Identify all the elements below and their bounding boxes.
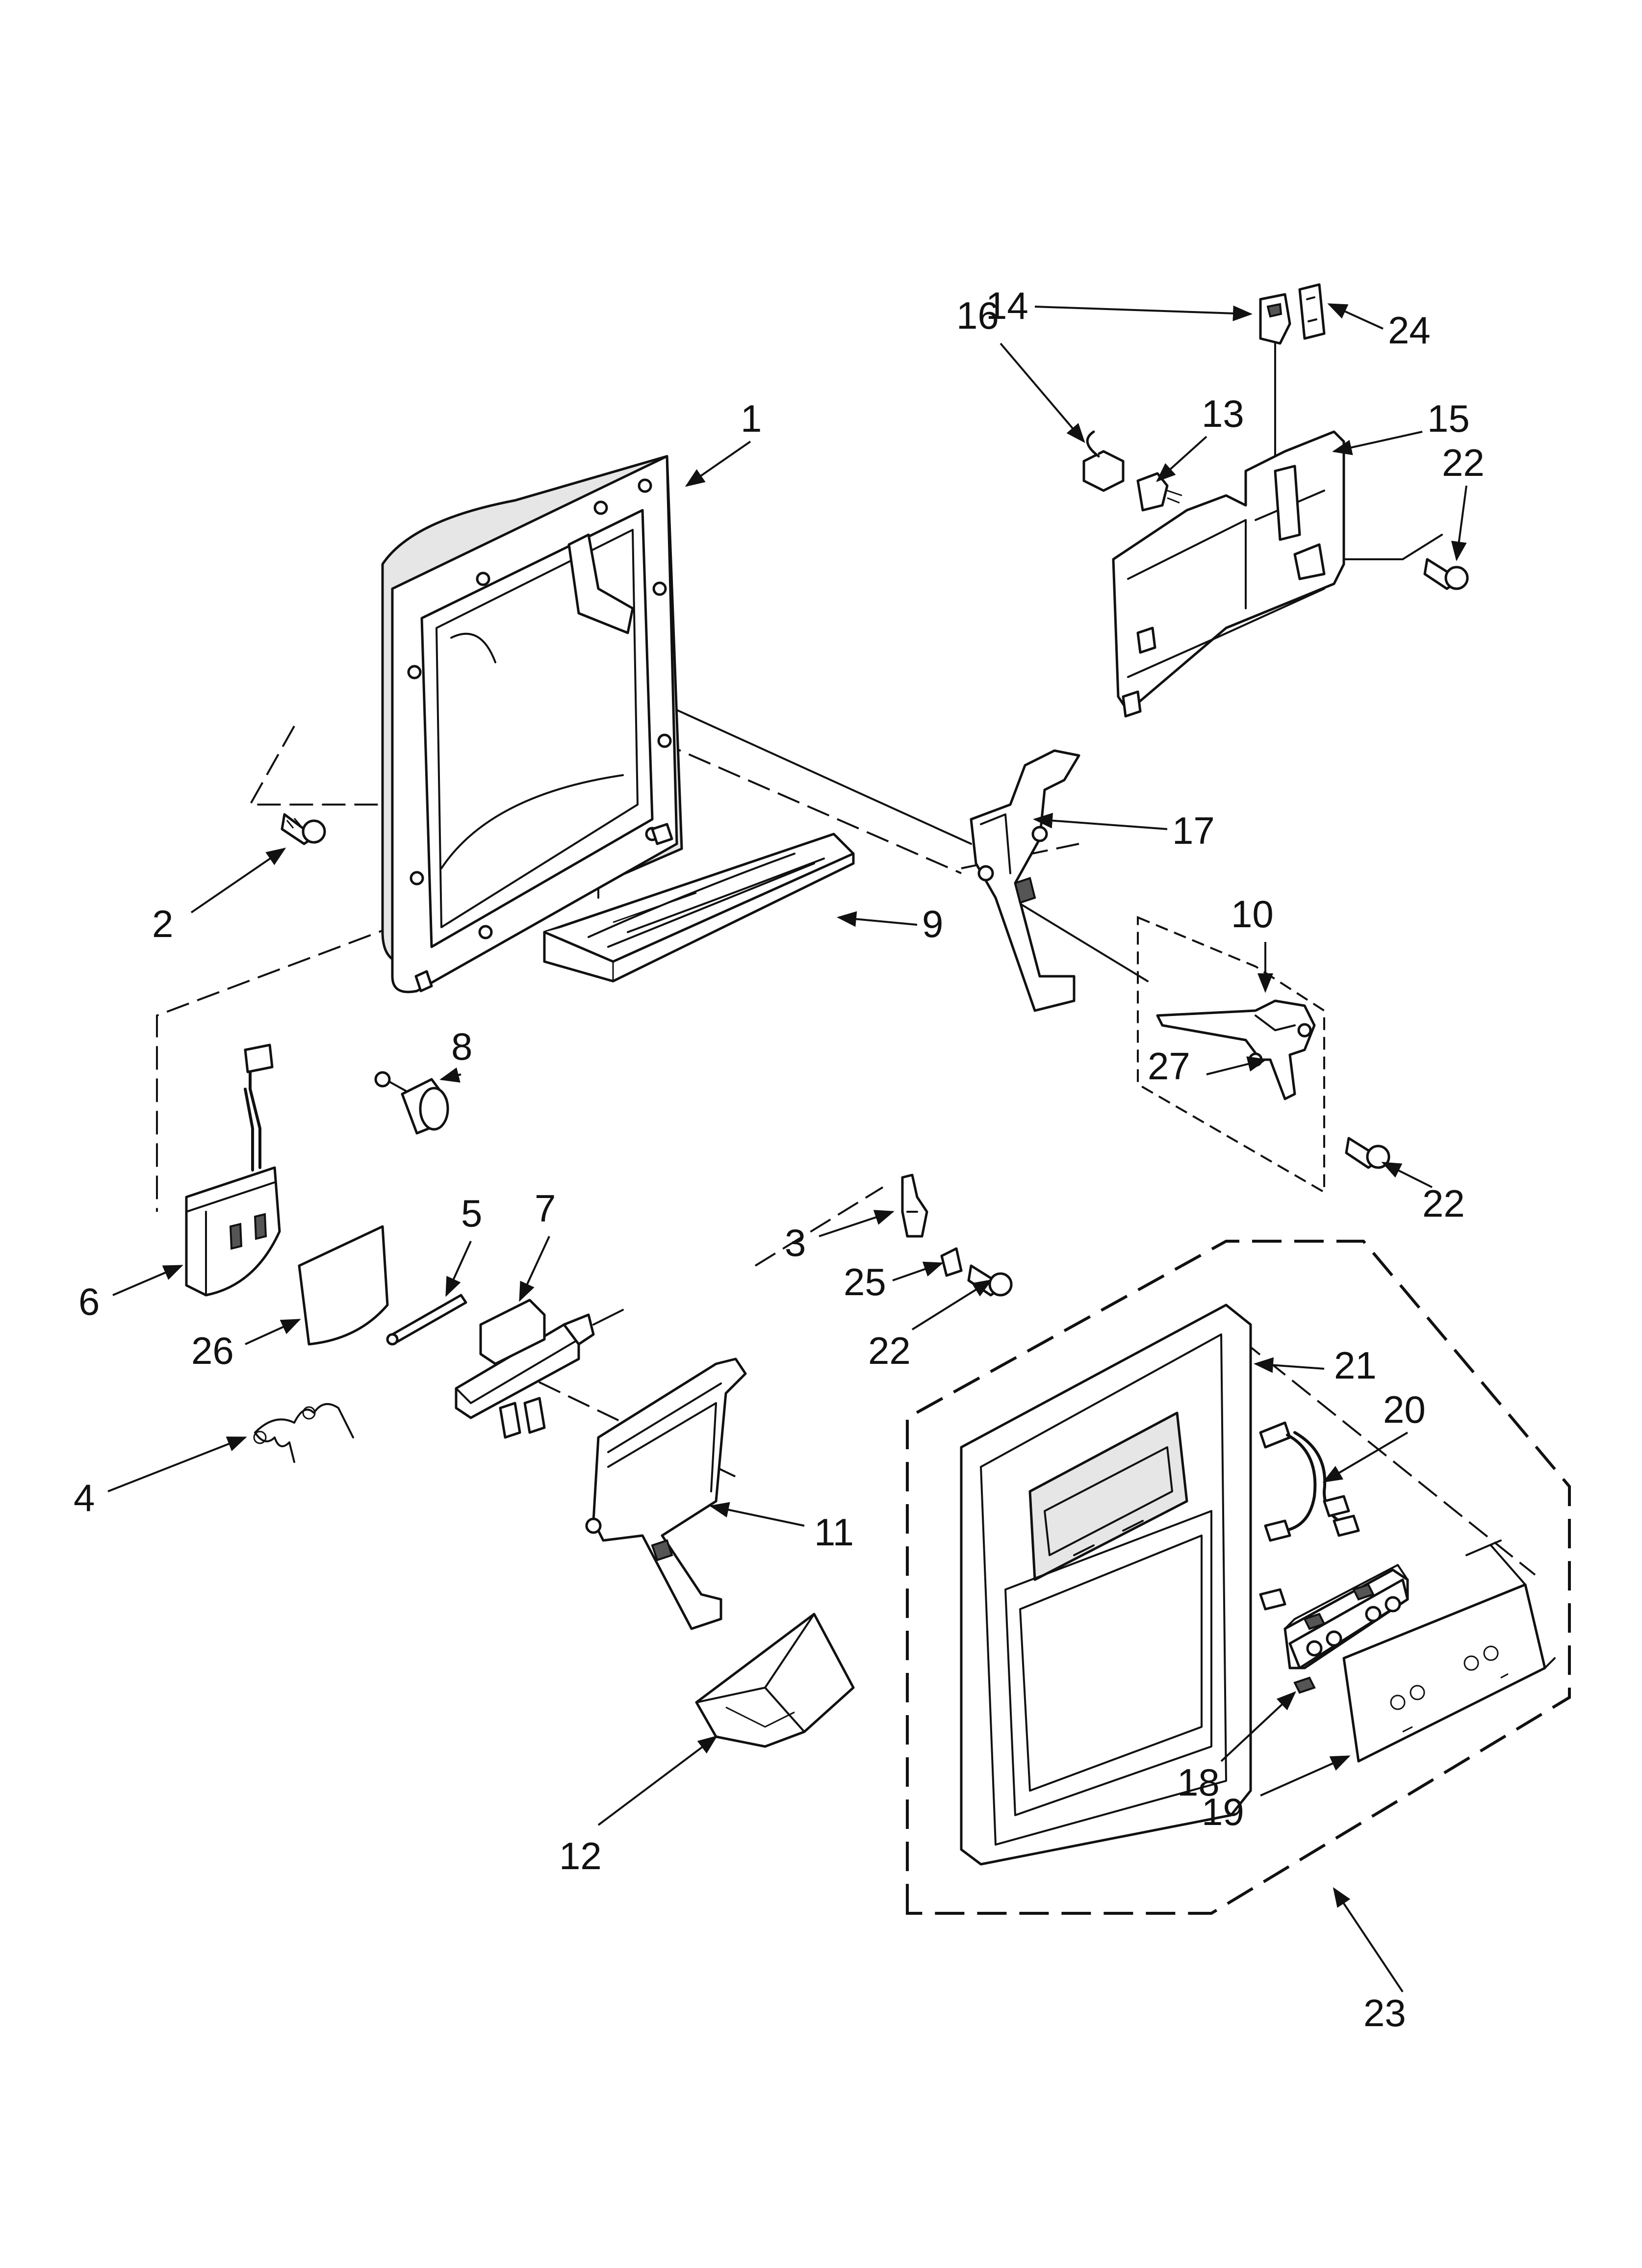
spring-part xyxy=(253,1403,354,1463)
callout-22-middle: 22 xyxy=(1422,1182,1465,1225)
ice-chute-part xyxy=(695,1613,855,1748)
callout-labels: 1 2 3 4 5 6 7 8 9 10 11 12 13 14 15 16 1… xyxy=(74,284,1485,2034)
control-overlay-part xyxy=(1342,1539,1556,1763)
callout-12: 12 xyxy=(559,1834,602,1877)
pin-part xyxy=(386,1294,467,1346)
callout-3: 3 xyxy=(785,1221,806,1264)
pad-part xyxy=(298,1225,389,1346)
hinge-block-part xyxy=(455,1299,624,1439)
callout-24: 24 xyxy=(1388,309,1431,352)
callout-leaders xyxy=(107,303,1467,1993)
callout-13: 13 xyxy=(1202,392,1244,435)
callout-15: 15 xyxy=(1427,397,1470,440)
switch-board-part xyxy=(1283,1564,1409,1694)
callout-16: 16 xyxy=(956,294,999,337)
callout-25: 25 xyxy=(844,1260,886,1303)
callout-6: 6 xyxy=(78,1280,100,1323)
callout-27: 27 xyxy=(1148,1044,1190,1088)
wire-harness-part xyxy=(1259,1421,1360,1611)
control-module-part xyxy=(185,1043,281,1297)
callout-4: 4 xyxy=(74,1476,95,1519)
ice-door-motor-assembly xyxy=(1082,283,1345,718)
callout-8: 8 xyxy=(451,1025,472,1068)
callout-17: 17 xyxy=(1172,809,1215,852)
callout-26: 26 xyxy=(191,1329,234,1372)
callout-19: 19 xyxy=(1202,1790,1244,1833)
callout-2: 2 xyxy=(152,902,173,945)
screw-part xyxy=(1423,558,1469,590)
screw-part xyxy=(1345,1137,1390,1169)
callout-10: 10 xyxy=(1231,892,1274,936)
callout-11: 11 xyxy=(814,1511,854,1554)
callout-7: 7 xyxy=(535,1187,556,1230)
solenoid-part xyxy=(374,1071,449,1135)
callout-22-lower: 22 xyxy=(868,1329,911,1372)
callout-23: 23 xyxy=(1363,1991,1406,2034)
callout-22-top: 22 xyxy=(1442,441,1485,484)
screw-part xyxy=(281,813,326,845)
drip-tray-part xyxy=(543,833,855,983)
callout-9: 9 xyxy=(922,902,943,945)
spacer-part xyxy=(940,1247,963,1277)
dispenser-facade-part xyxy=(960,1303,1252,1866)
callout-1: 1 xyxy=(741,397,762,440)
clip-part xyxy=(901,1173,928,1238)
callout-21: 21 xyxy=(1334,1344,1377,1387)
ice-flap-part xyxy=(585,1357,747,1630)
callout-20: 20 xyxy=(1383,1388,1426,1431)
callout-14: 14 xyxy=(986,284,1028,327)
dispenser-lever-part xyxy=(970,749,1080,1012)
callout-5: 5 xyxy=(461,1192,482,1235)
callout-18: 18 xyxy=(1177,1761,1220,1804)
facade-assembly-box xyxy=(906,1240,1571,1915)
dispenser-housing-part xyxy=(381,455,683,993)
